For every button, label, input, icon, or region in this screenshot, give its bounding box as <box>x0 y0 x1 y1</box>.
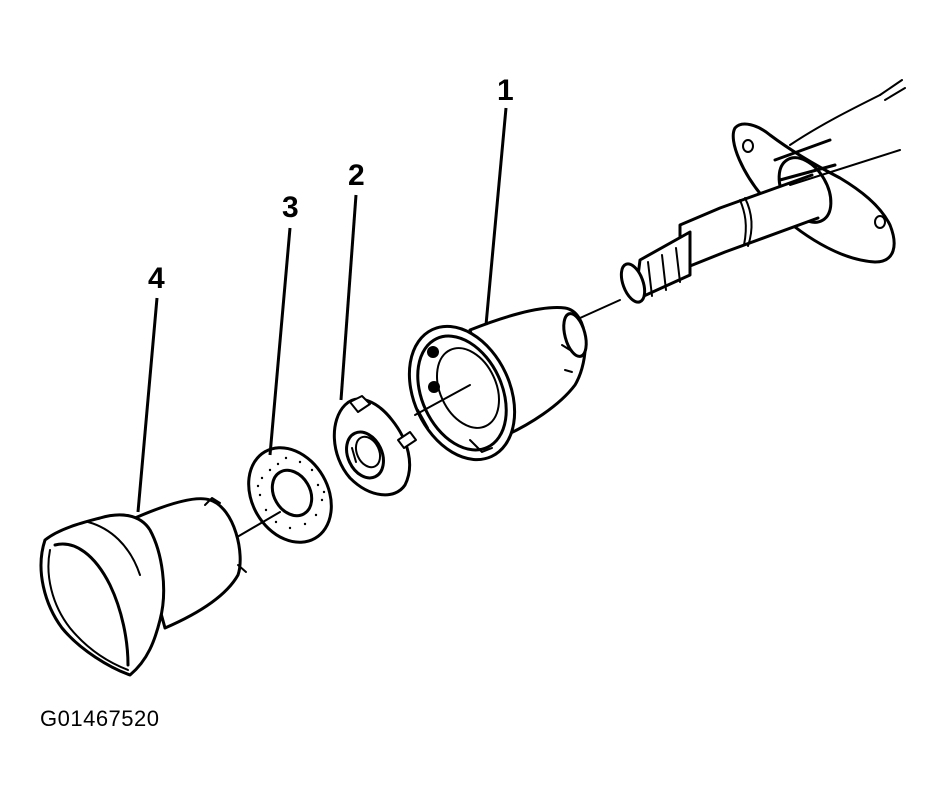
callout-1: 1 <box>497 74 514 107</box>
part-1-housing <box>407 306 588 462</box>
callout-2: 2 <box>348 159 365 192</box>
leader-4 <box>136 297 159 513</box>
part-3-washer <box>247 446 333 544</box>
part-2-retaining-plate <box>332 395 417 497</box>
leader-3 <box>268 227 292 456</box>
assembly-axis-line <box>231 511 281 541</box>
figure-id: G01467520 <box>40 706 160 731</box>
steering-column-assembly <box>579 79 906 319</box>
leader-2 <box>339 194 358 401</box>
callout-leaders <box>136 107 508 513</box>
part-4-cap <box>39 497 247 677</box>
callout-4: 4 <box>148 262 165 295</box>
leader-1 <box>484 107 508 326</box>
callout-3: 3 <box>282 191 299 224</box>
